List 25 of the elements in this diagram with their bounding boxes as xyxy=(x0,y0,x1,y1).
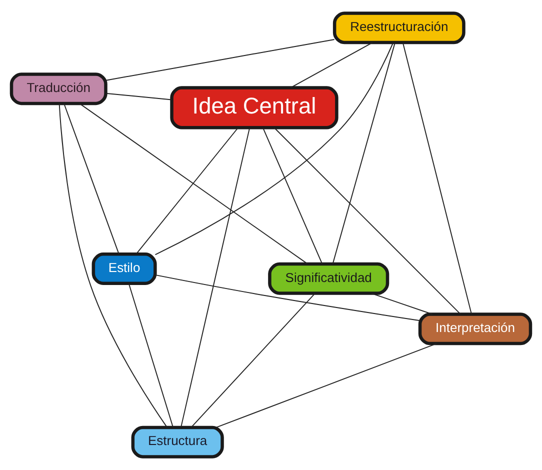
connector xyxy=(180,127,250,428)
connector xyxy=(402,42,472,315)
connector xyxy=(154,42,394,256)
connector xyxy=(58,103,168,428)
connector xyxy=(190,292,316,428)
node-box: Estructura xyxy=(131,426,224,458)
connector xyxy=(128,283,174,428)
connector xyxy=(105,92,172,100)
connector xyxy=(79,103,308,264)
connector xyxy=(63,103,120,255)
node-box: Idea Central xyxy=(170,86,338,130)
connector xyxy=(274,127,461,315)
node-box: Significatividad xyxy=(268,262,390,295)
node-box: Reestructuración xyxy=(332,12,466,44)
node-box: Traducción xyxy=(10,72,108,106)
connector xyxy=(262,127,323,264)
connector xyxy=(154,274,420,322)
connector xyxy=(370,292,433,315)
connector xyxy=(332,42,396,264)
connector xyxy=(136,127,239,254)
connector xyxy=(290,42,374,88)
node-box: Estilo xyxy=(92,252,157,286)
node-box: Interpretación xyxy=(418,312,532,346)
connector xyxy=(105,39,335,81)
connector xyxy=(216,343,438,428)
